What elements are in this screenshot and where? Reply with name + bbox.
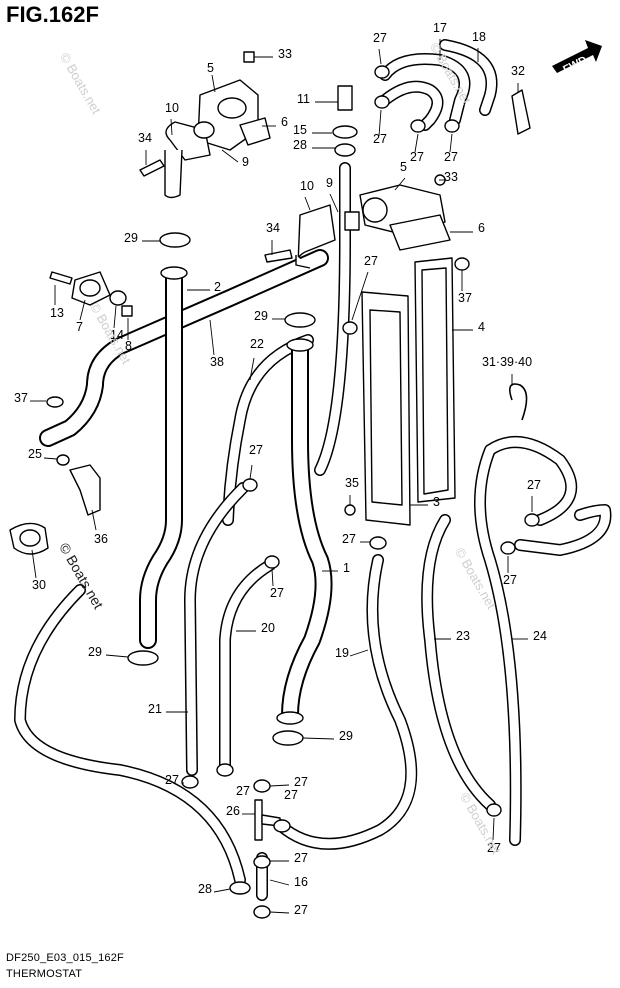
part-label-38: 38 [210,355,224,369]
part-label-36: 36 [94,532,108,546]
fitting-11 [332,85,358,157]
cover-3-gasket-4 [361,257,456,526]
part-label-27: 27 [487,841,501,855]
part-label-27: 27 [165,773,179,787]
part-label-29: 29 [339,729,353,743]
part-label-16: 16 [294,875,308,889]
part-label-27: 27 [527,478,541,492]
clip-32 [511,89,531,135]
part-labels: 3351034692921371483822372536302921272726… [14,21,547,917]
hose-21 [184,482,249,776]
part-label-3: 3 [433,495,440,509]
part-label-6: 6 [478,221,485,235]
part-label-15: 15 [293,123,307,137]
part-label-28: 28 [293,138,307,152]
part-label-33: 33 [278,47,292,61]
part-label-27: 27 [364,254,378,268]
part-label-27: 27 [373,132,387,146]
hose-19 [274,554,418,850]
hose-30 [14,584,246,886]
clip-31-39-40 [509,383,528,421]
part-label-27: 27 [294,851,308,865]
hoses-17-18 [379,39,498,131]
fwd-arrow: FWD [552,40,602,76]
tee-26 [254,799,281,841]
hose-24 [474,436,612,846]
part-label-22: 22 [250,337,264,351]
part-label-35: 35 [345,476,359,490]
part-label-29: 29 [254,309,268,323]
hose-22 [222,334,314,526]
part-label-4: 4 [478,320,485,334]
part-label-6: 6 [281,115,288,129]
hose-23 [421,514,496,811]
part-label-20: 20 [261,621,275,635]
part-label-5: 5 [400,160,407,174]
part-label-37: 37 [14,391,28,405]
part-label-27: 27 [284,788,298,802]
part-label-31·39·40: 31·39·40 [482,355,532,369]
hose-clamps [46,65,540,919]
part-label-32: 32 [511,64,525,78]
part-label-27: 27 [410,150,424,164]
thermostat-cover-7 [49,271,133,317]
part-label-30: 30 [32,578,46,592]
bracket-36 [69,464,101,516]
part-label-34: 34 [266,221,280,235]
part-label-19: 19 [335,646,349,660]
part-label-28: 28 [198,882,212,896]
hose-2 [139,266,188,649]
figure-code: DF250_E03_015_162F [6,952,124,964]
hose-38 [39,249,329,447]
part-label-9: 9 [326,176,333,190]
part-label-10: 10 [300,179,314,193]
part-label-11: 11 [297,92,310,106]
clamp-30 [9,522,49,555]
part-label-27: 27 [373,31,387,45]
part-label-25: 25 [28,447,42,461]
part-label-27: 27 [444,150,458,164]
part-label-5: 5 [207,61,214,75]
part-label-34: 34 [138,131,152,145]
hose-20 [219,559,276,774]
thermostat-housing-left [139,51,271,199]
part-label-8: 8 [125,339,132,353]
figure-title: FIG.162F [6,2,99,27]
part-label-27: 27 [249,443,263,457]
part-label-7: 7 [76,320,83,334]
part-label-27: 27 [236,784,250,798]
part-label-27: 27 [294,903,308,917]
part-label-1: 1 [343,561,350,575]
part-label-13: 13 [50,306,64,320]
part-label-27: 27 [342,532,356,546]
part-label-29: 29 [88,645,102,659]
part-label-37: 37 [458,291,472,305]
part-label-18: 18 [472,30,486,44]
figure-name: THERMOSTAT [6,968,83,980]
part-label-14: 14 [110,328,124,342]
fwd-label: FWD [561,54,589,76]
part-label-24: 24 [533,629,547,643]
part-label-21: 21 [148,702,162,716]
hose-1 [276,338,333,725]
part-label-27: 27 [270,586,284,600]
part-label-27: 27 [294,775,308,789]
part-label-10: 10 [165,101,179,115]
part-label-9: 9 [242,155,249,169]
leader-lines [30,39,533,914]
part-label-33: 33 [444,170,458,184]
part-label-23: 23 [456,629,470,643]
part-label-17: 17 [433,21,447,35]
hose-center-vertical [314,162,351,476]
part-label-29: 29 [124,231,138,245]
part-label-27: 27 [503,573,517,587]
part-label-26: 26 [226,804,240,818]
part-label-2: 2 [214,280,221,294]
thermostat-housing-center [264,184,451,269]
